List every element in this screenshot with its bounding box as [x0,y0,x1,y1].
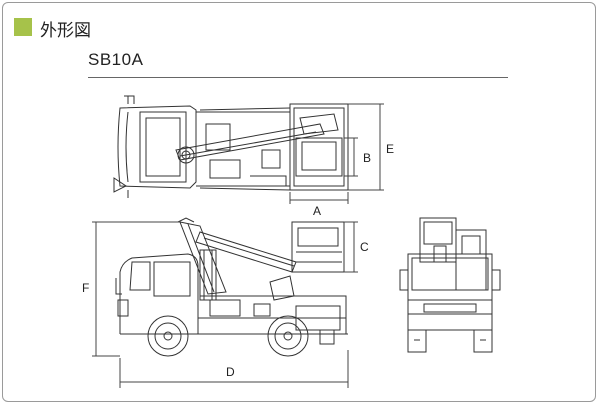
section-marker [14,18,32,36]
title-rule [88,77,508,78]
dimension-a [289,192,349,204]
top-view [113,95,349,198]
dimension-b [344,137,358,177]
dimension-c-label: C [360,240,369,254]
dimension-b-label: B [363,151,372,165]
dimension-f-label: F [82,281,90,295]
side-view [115,217,348,357]
dimension-a-label: A [313,204,322,218]
figure-frame [2,2,596,402]
dimension-e [348,103,384,191]
dimension-e-label: E [386,142,395,156]
dimension-f [92,221,180,357]
section-title: 外形図 [40,21,91,41]
model-name: SB10A [88,50,144,69]
dimension-d-label: D [226,365,235,379]
dimension-d [119,350,349,388]
dimension-c [344,221,358,273]
front-view [399,217,501,353]
